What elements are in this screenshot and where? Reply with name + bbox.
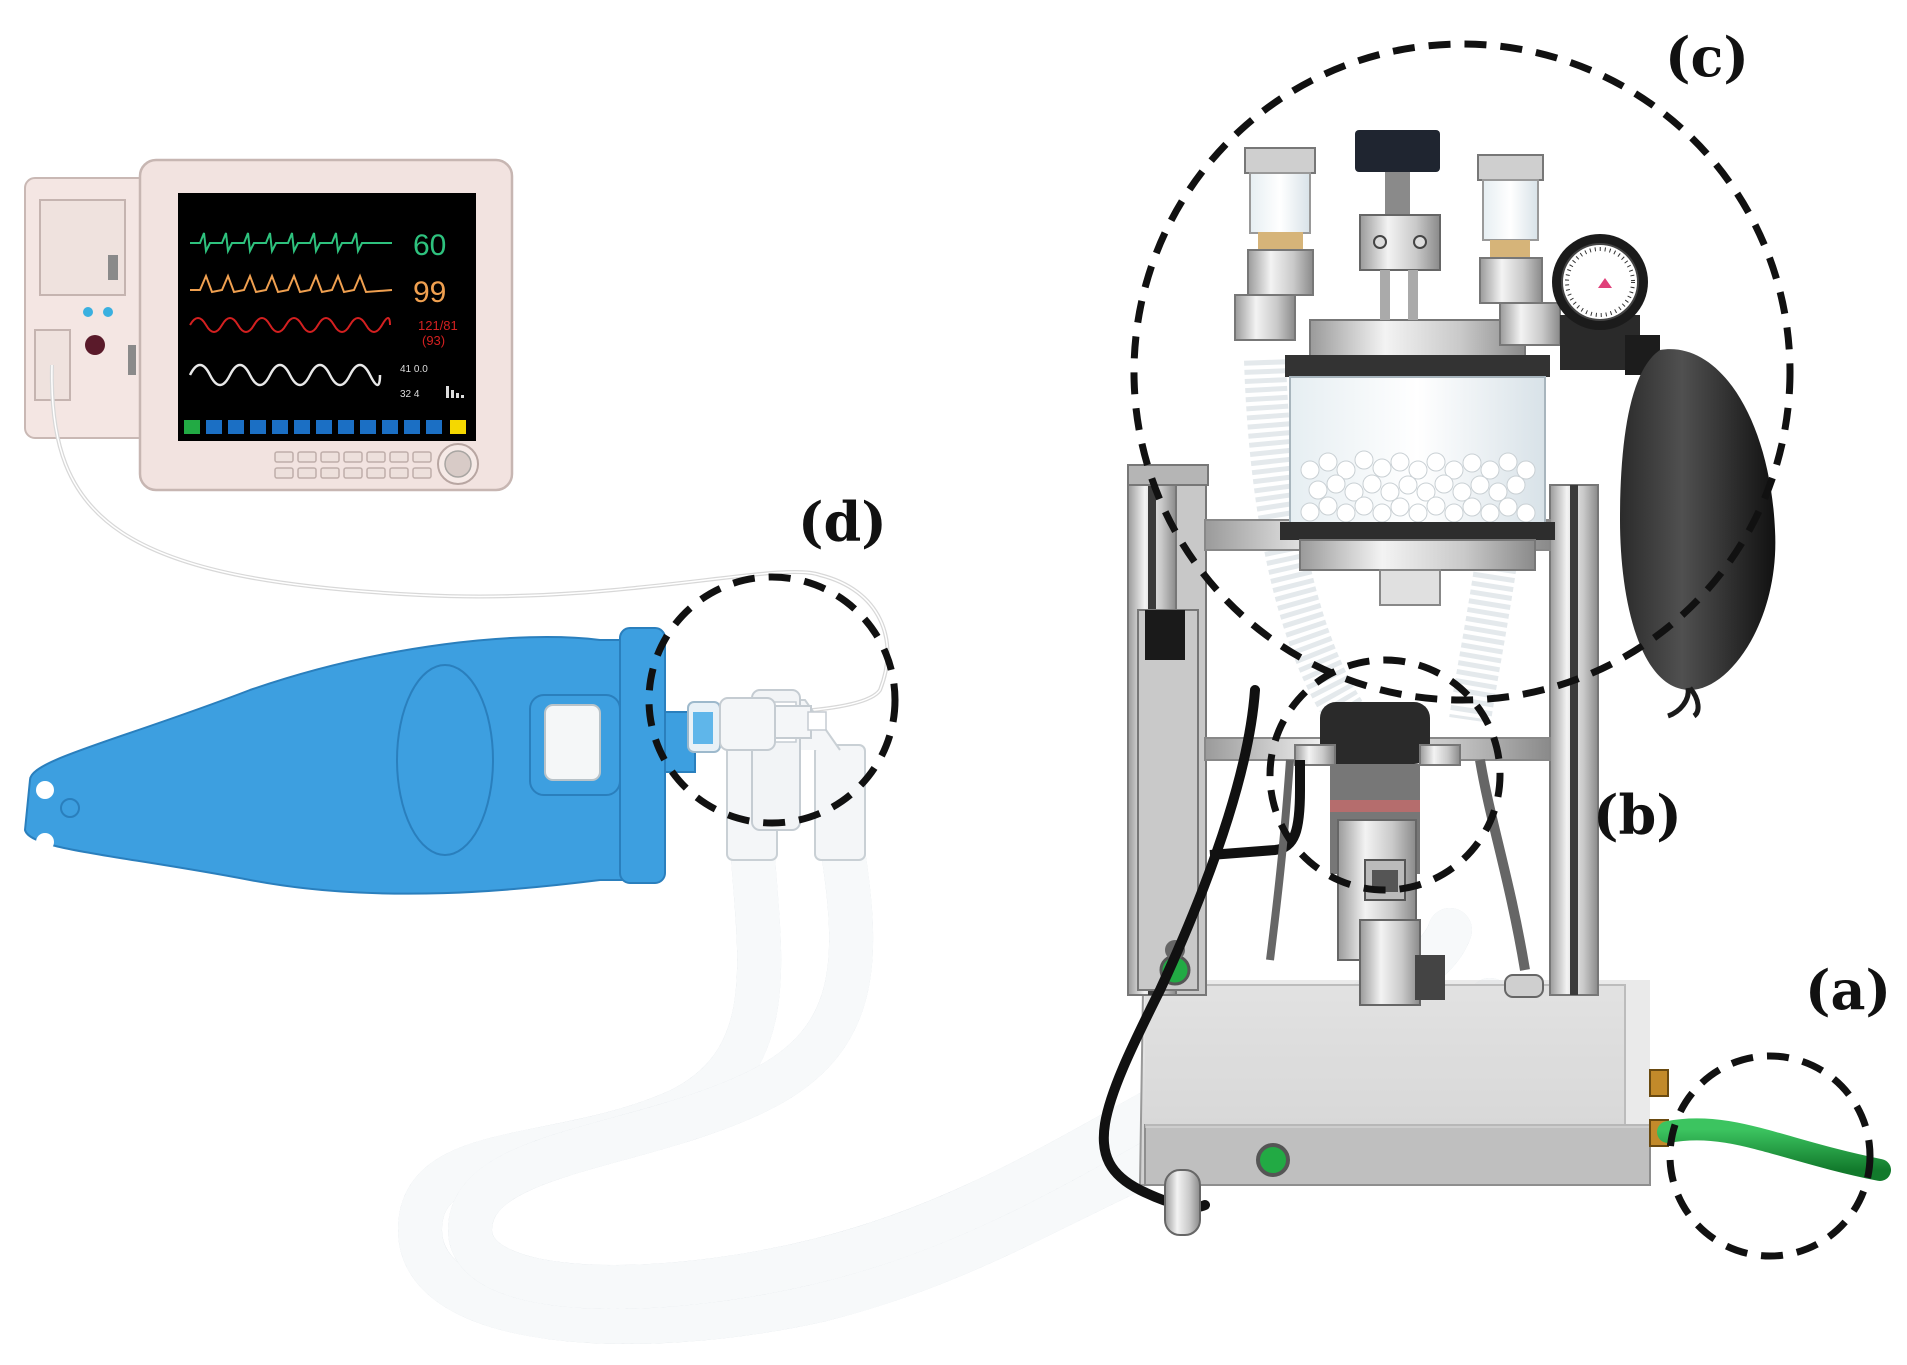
respiration-values-top: 41 0.0 xyxy=(400,364,428,375)
co2-absorber-canister xyxy=(1280,319,1555,606)
inspiratory-valve xyxy=(1234,147,1316,341)
apl-valve-knob-icon xyxy=(1355,130,1440,172)
fresh-gas-line xyxy=(1098,685,1260,1212)
spo2-value: 99 xyxy=(413,276,446,309)
monitor-status-strip xyxy=(184,420,466,434)
monitor-keypad xyxy=(274,451,432,479)
anesthesia-machine xyxy=(1098,130,1891,1236)
blood-pressure-mean-value: (93) xyxy=(422,333,445,348)
callout-circle-b xyxy=(1266,656,1504,894)
label-a: (a) xyxy=(1805,958,1892,1022)
apl-valve xyxy=(1355,130,1441,320)
label-c: (c) xyxy=(1665,25,1749,89)
reservoir-bag xyxy=(1620,335,1776,719)
ecg-waveform xyxy=(190,232,392,255)
callout-circle-c xyxy=(1130,40,1794,704)
face-mask xyxy=(23,627,696,895)
patient-monitor: 60 99 121/81 (93) 41 0.0 32 4 xyxy=(24,158,890,714)
label-d: (d) xyxy=(798,490,887,554)
monitor-bar-icon xyxy=(446,386,464,398)
heart-rate-value: 60 xyxy=(413,229,446,262)
callout-circle-a xyxy=(1666,1052,1874,1260)
airway-connector-elbow xyxy=(687,697,827,753)
respiration-waveform xyxy=(188,363,382,387)
monitor-knob-icon xyxy=(85,335,105,355)
oxygen-supply-hose xyxy=(1657,1118,1891,1181)
callout-circle-d xyxy=(645,573,899,827)
vaporizer xyxy=(1294,702,1461,1006)
respiration-values-bottom: 32 4 xyxy=(400,389,420,400)
front-knob xyxy=(1164,1169,1201,1236)
expiratory-valve xyxy=(1477,154,1561,346)
blood-pressure-value: 121/81 xyxy=(418,318,458,333)
gauge-needle-icon xyxy=(1598,278,1612,288)
indicator-light-front-icon xyxy=(1256,1143,1290,1177)
callout-circles xyxy=(645,40,1874,1260)
pressure-gauge xyxy=(1552,234,1648,370)
monitor-screen xyxy=(178,193,476,441)
machine-base-front xyxy=(1144,1124,1651,1186)
spo2-waveform xyxy=(190,273,393,294)
blood-pressure-waveform xyxy=(189,317,391,333)
label-b: (b) xyxy=(1593,783,1682,847)
